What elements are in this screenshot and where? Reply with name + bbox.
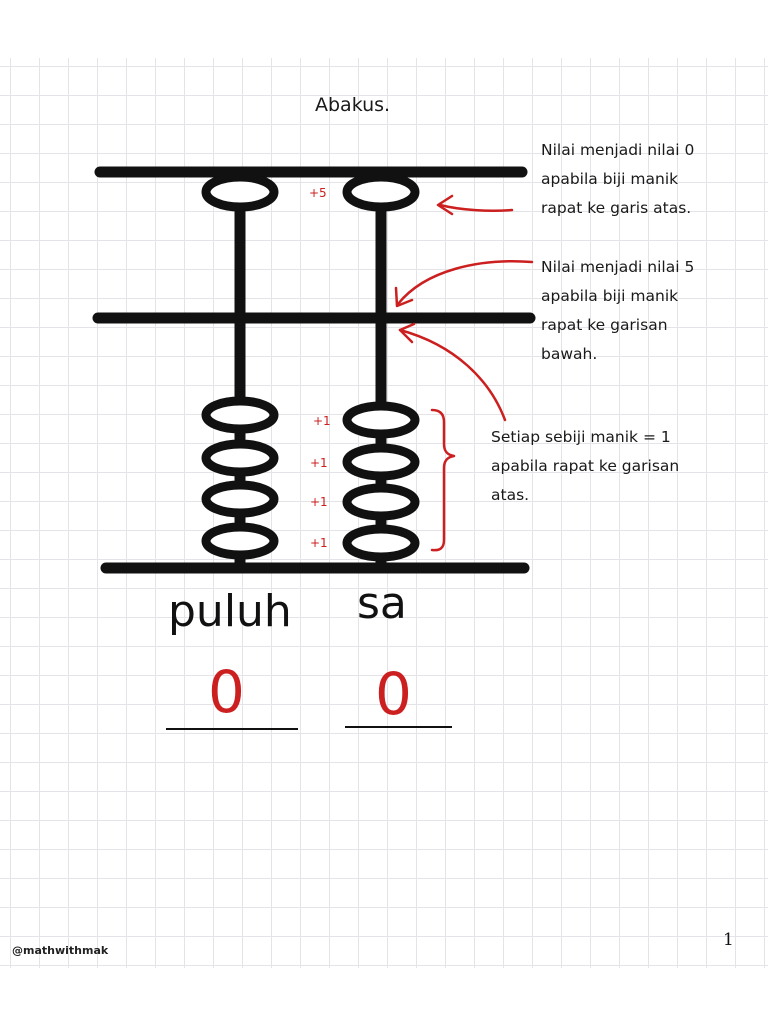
bead-label-lower: +1	[310, 495, 328, 509]
lower-bead-puluh	[201, 480, 279, 518]
annotation-line: Nilai menjadi nilai 5	[541, 258, 695, 276]
author-credit: @mathwithmak	[12, 944, 109, 957]
lower-bead-puluh	[201, 396, 279, 434]
bead-label-lower: +1	[313, 414, 331, 428]
arrow-head	[436, 194, 454, 216]
arrow-head	[394, 286, 414, 308]
bead-brace	[430, 408, 456, 552]
annotation-line: rapat ke garisan	[541, 316, 668, 334]
arrow-to-beam-from-bead-note	[398, 328, 507, 422]
bead-label-lower: +1	[310, 456, 328, 470]
column-value-puluh: 0	[208, 658, 245, 726]
annotation-one-value: Setiap sebiji manik = 1 apabila rapat ke…	[491, 423, 679, 510]
top-margin	[0, 0, 768, 58]
annotation-five-value: Nilai menjadi nilai 5 apabila biji manik…	[541, 253, 694, 369]
annotation-line: Setiap sebiji manik = 1	[491, 428, 671, 446]
annotation-line: apabila biji manik	[541, 287, 679, 305]
lower-bead-puluh	[201, 522, 279, 560]
column-label-puluh: puluh	[168, 586, 292, 637]
upper-bead-puluh	[201, 172, 279, 212]
annotation-line: rapat ke garis atas.	[541, 199, 692, 217]
lower-bead-puluh	[201, 439, 279, 477]
bead-label-lower: +1	[310, 536, 328, 550]
bottom-margin	[0, 968, 768, 1024]
bead-label-upper: +5	[309, 186, 327, 200]
column-label-sa: sa	[357, 578, 407, 629]
lower-bead-sa	[342, 401, 420, 439]
lower-bead-sa	[342, 443, 420, 481]
annotation-line: apabila biji manik	[541, 170, 679, 188]
annotation-line: apabila rapat ke garisan	[491, 457, 680, 475]
lower-bead-sa	[342, 524, 420, 562]
annotation-line: atas.	[491, 486, 530, 504]
arrow-head	[398, 322, 416, 344]
page-title: Abakus.	[315, 94, 391, 116]
page-number: 1	[723, 930, 734, 950]
column-value-sa: 0	[375, 660, 412, 728]
arrow-to-beam-from-note	[396, 260, 534, 306]
annotation-zero-value: Nilai menjadi nilai 0 apabila biji manik…	[541, 136, 694, 223]
arrow-to-upper-bead	[438, 203, 514, 213]
upper-bead-sa	[342, 172, 420, 212]
annotation-line: Nilai menjadi nilai 0	[541, 141, 695, 159]
lower-bead-sa	[342, 483, 420, 521]
annotation-line: bawah.	[541, 345, 598, 363]
